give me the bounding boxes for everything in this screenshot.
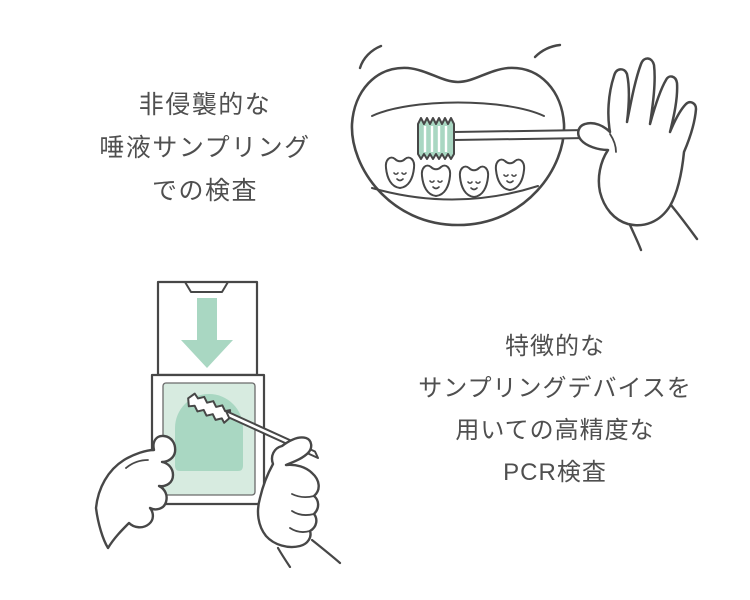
caption-line: PCR検査	[503, 459, 607, 486]
tooth	[384, 156, 416, 189]
thumb-crease	[609, 133, 617, 153]
flap-tab-notch	[184, 281, 229, 293]
caption-noninvasive-sampling: 非侵襲的な 唾液サンプリング での検査	[55, 84, 355, 213]
caption-line: での検査	[151, 177, 258, 205]
tooth	[420, 164, 452, 197]
tooth	[458, 165, 490, 198]
device-insert-illustration	[94, 280, 342, 568]
tooth-outline	[494, 158, 526, 191]
tooth-outline	[458, 165, 490, 198]
swab-stick	[453, 129, 589, 141]
mouth-outline	[350, 66, 566, 227]
mouth-swab-illustration	[350, 43, 699, 252]
caption-pcr-test: 特徴的な サンプリングデバイスを 用いての高精度な PCR検査	[410, 326, 700, 494]
caption-line: 特徴的な	[505, 333, 605, 360]
hand-holding-stick	[576, 57, 699, 252]
swab-brush	[417, 117, 455, 160]
left-hand-outline	[94, 434, 177, 550]
finger-curl-lines	[289, 493, 315, 533]
lower-teeth-row	[384, 156, 526, 198]
lower-gum-line	[371, 185, 539, 201]
emphasis-mark-left	[358, 44, 383, 70]
tooth	[494, 158, 526, 191]
left-hand-holding-card	[94, 434, 177, 550]
down-arrow-icon	[181, 298, 233, 368]
wrist-lines	[276, 538, 342, 568]
knuckle-line	[125, 459, 149, 469]
brush-head	[417, 117, 455, 160]
brush-bristle-stripes	[423, 126, 448, 152]
caption-line: 用いての高精度な	[455, 417, 655, 444]
tooth-face	[503, 174, 517, 184]
emphasis-mark-right	[533, 43, 562, 59]
caption-line: 唾液サンプリング	[99, 134, 311, 162]
tooth-outline	[384, 156, 416, 189]
tooth-face	[467, 181, 481, 191]
upper-lip-inner-line	[371, 101, 545, 117]
card-pouch	[150, 280, 266, 506]
emphasis-marks	[358, 43, 562, 70]
tooth-outline	[420, 164, 452, 197]
caption-line: 非侵襲的な	[138, 91, 272, 119]
open-mouth	[350, 66, 566, 227]
hand-outline	[576, 57, 698, 227]
caption-line: サンプリングデバイスを	[418, 375, 692, 402]
wrist-lines	[628, 203, 699, 252]
tooth-face	[429, 180, 443, 190]
right-hand-holding-stick	[256, 436, 342, 568]
tooth-face	[393, 172, 407, 182]
